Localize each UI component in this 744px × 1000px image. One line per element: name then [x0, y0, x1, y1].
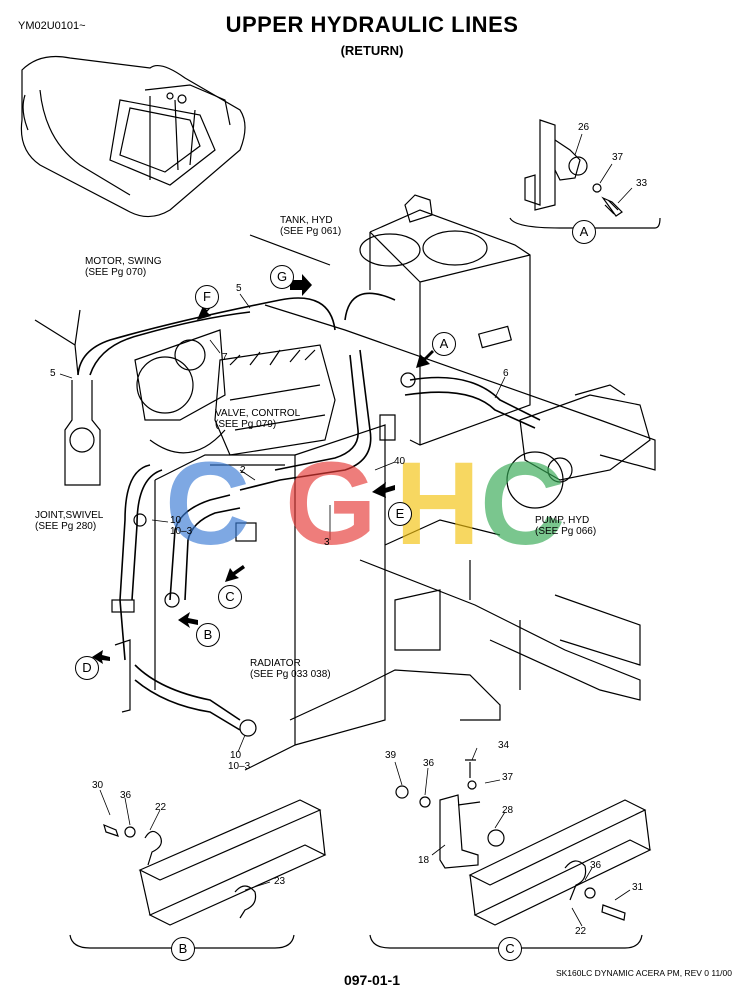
part-number: 22	[155, 802, 167, 813]
detail-c-drawing	[369, 759, 652, 949]
callout-arrows	[92, 274, 434, 664]
part-number: 36	[590, 860, 602, 871]
watermark-letter-1: C	[165, 438, 251, 570]
label-pump-name: PUMP, HYD	[535, 515, 590, 526]
return-hoses	[77, 292, 541, 731]
hose-clamps	[111, 372, 416, 737]
label-joint-swivel: JOINT,SWIVEL (SEE Pg 280)	[35, 510, 103, 532]
part-number: 39	[385, 750, 397, 761]
callout-e: E	[388, 502, 412, 526]
machine-overview-sketch	[20, 55, 246, 218]
part-number: 37	[612, 152, 624, 163]
label-valve-control: VALVE, CONTROL (SEE Pg 079)	[215, 408, 300, 430]
part-number: 37	[502, 772, 514, 783]
label-tank-hyd: TANK, HYD (SEE Pg 061)	[280, 215, 341, 237]
swivel-joint	[34, 309, 101, 486]
label-radiator-ref: (SEE Pg 033 038)	[250, 669, 331, 680]
watermark-letter-2: G	[285, 438, 377, 570]
document-code: YM02U0101~	[18, 20, 86, 32]
watermark-letter-4: C	[480, 438, 566, 570]
label-motor-ref: (SEE Pg 070)	[85, 267, 147, 278]
page-title: UPPER HYDRAULIC LINES	[225, 12, 519, 37]
label-joint-name: JOINT,SWIVEL	[35, 510, 104, 521]
callout-g: G	[270, 265, 294, 289]
part-number: 22	[575, 926, 587, 937]
leader-lines	[59, 133, 633, 927]
watermark-letter-3: H	[395, 438, 481, 570]
part-number: 23	[274, 876, 286, 887]
callout-detail-b: B	[171, 937, 195, 961]
part-number: 30	[92, 780, 104, 791]
part-number: 7	[222, 352, 228, 363]
part-number: 10–3	[170, 526, 193, 537]
part-number: 34	[498, 740, 510, 751]
label-pump-ref: (SEE Pg 066)	[535, 526, 597, 537]
page-subtitle: (RETURN)	[340, 43, 404, 58]
label-radiator: RADIATOR (SEE Pg 033 038)	[250, 658, 331, 680]
hydraulic-tank	[359, 194, 531, 446]
detail-b-drawing	[69, 799, 327, 949]
part-number: 26	[578, 122, 590, 133]
swing-motor	[134, 329, 226, 454]
part-number: 5	[50, 368, 56, 379]
part-number: 28	[502, 805, 514, 816]
label-joint-ref: (SEE Pg 280)	[35, 521, 97, 532]
part-number: 10	[170, 515, 182, 526]
label-tank-name: TANK, HYD	[280, 215, 333, 226]
part-number: 36	[423, 758, 435, 769]
part-number: 40	[394, 456, 406, 467]
upper-frame	[249, 234, 656, 721]
model-revision: SK160LC DYNAMIC ACERA PM, REV 0 11/00	[555, 968, 732, 978]
callout-a: A	[432, 332, 456, 356]
label-motor-swing: MOTOR, SWING (SEE Pg 070)	[85, 256, 161, 278]
page-number: 097-01-1	[343, 972, 401, 988]
part-number: 10–3	[228, 761, 251, 772]
callout-d: D	[75, 656, 99, 680]
label-pump-hyd: PUMP, HYD (SEE Pg 066)	[535, 515, 596, 537]
label-valve-name: VALVE, CONTROL	[215, 408, 301, 419]
callout-detail-c: C	[498, 937, 522, 961]
part-number: 6	[503, 368, 509, 379]
label-tank-ref: (SEE Pg 061)	[280, 226, 342, 237]
part-number: 36	[120, 790, 132, 801]
callout-c: C	[218, 585, 242, 609]
label-motor-name: MOTOR, SWING	[85, 256, 162, 267]
callout-detail-a: A	[572, 220, 596, 244]
label-valve-ref: (SEE Pg 079)	[215, 419, 277, 430]
part-number: 5	[236, 283, 242, 294]
part-number: 10	[230, 750, 242, 761]
control-valve	[214, 344, 336, 456]
part-number: 33	[636, 178, 648, 189]
label-radiator-name: RADIATOR	[250, 658, 301, 669]
part-number: 18	[418, 855, 430, 866]
hydraulic-pump	[506, 384, 651, 509]
part-number: 3	[324, 537, 330, 548]
part-number: 31	[632, 882, 644, 893]
callout-b: B	[196, 623, 220, 647]
radiator	[154, 424, 386, 771]
detail-a-drawing	[509, 119, 661, 229]
callout-f: F	[195, 285, 219, 309]
part-number: 2	[240, 465, 246, 476]
